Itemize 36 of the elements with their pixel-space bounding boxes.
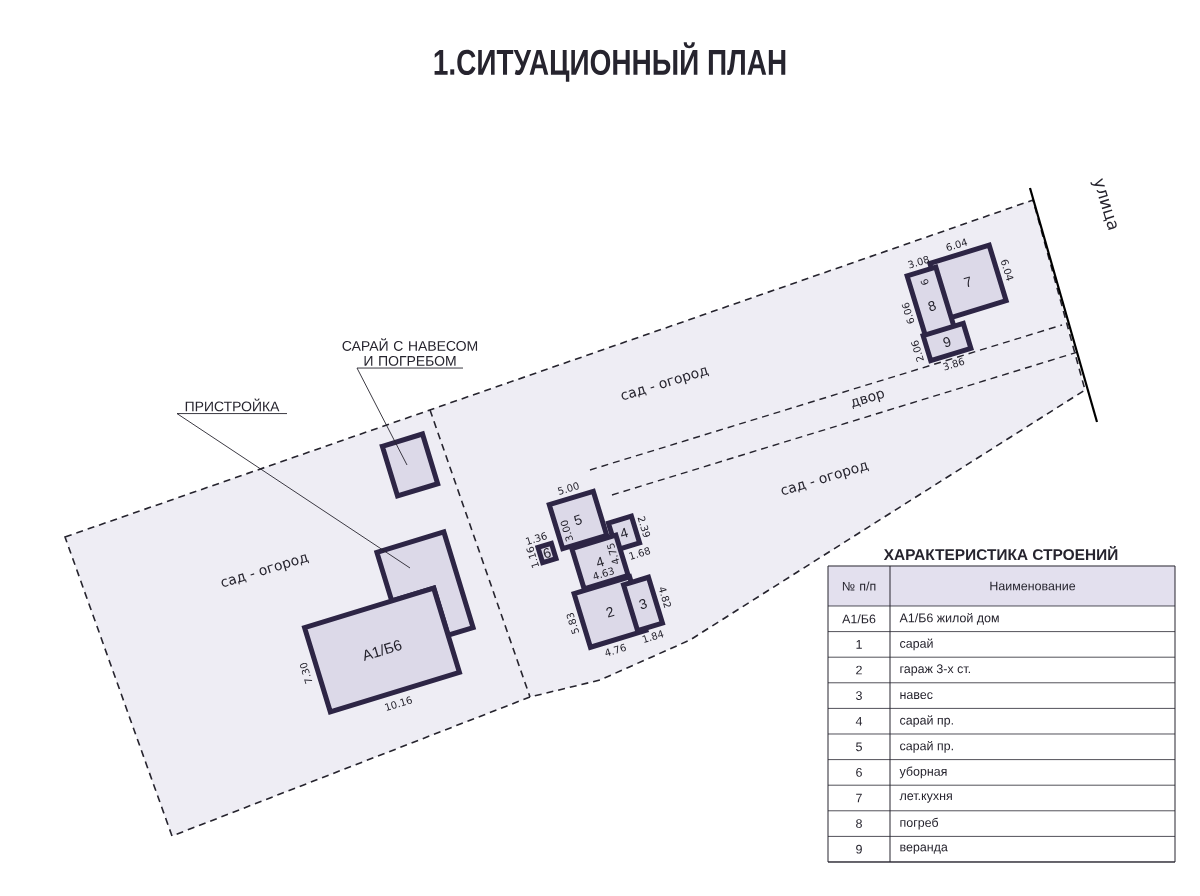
table-cell: 6: [856, 768, 862, 777]
table-title: ХАРАКТЕРИСТИКА СТРОЕНИЙ: [883, 545, 1118, 561]
table-cell: 8: [856, 819, 862, 828]
table-cell: навес: [900, 692, 933, 699]
table-cell: веранда: [900, 844, 948, 854]
zone-label: двор: [852, 390, 884, 410]
dimension-label: 9: [920, 279, 929, 285]
leader-line: [356, 367, 464, 466]
table-header: № п/п: [828, 566, 890, 606]
zone-label: сад - огород: [221, 554, 310, 587]
table-cell: А1/Б6 жилой дом: [899, 612, 999, 625]
zone-label: сад - огород: [781, 462, 870, 495]
table-cell: 4: [855, 716, 863, 726]
callout-label: ПРИСТРОЙКА: [185, 398, 280, 412]
table-cell: 9: [856, 844, 862, 854]
table-cell: 5: [856, 742, 862, 752]
table-cell: 7: [856, 793, 862, 803]
table-cell: А1/Б6: [842, 614, 876, 624]
leader-line: [176, 413, 411, 569]
table-cell: лет.кухня: [899, 793, 952, 803]
street-label: улица: [1090, 177, 1117, 231]
dimension-label: 6.06: [901, 302, 915, 324]
dimension-label: 7.30: [299, 662, 313, 685]
callout-label: САРАЙ С НАВЕСОМ И ПОГРЕБОМ: [342, 338, 478, 366]
dimension-label: 10.16: [384, 696, 412, 711]
table-cell: 2: [856, 665, 862, 675]
table-cell: сарай пр.: [900, 740, 953, 753]
table-cell: сарай: [900, 638, 933, 651]
table-cell: сарай пр.: [900, 715, 953, 728]
zone-label: сад - огород: [621, 367, 710, 400]
title: 1.СИТУАЦИОННЫЙ ПЛАН: [434, 42, 786, 82]
table-cell: 3: [856, 691, 862, 700]
table-cell: гараж 3-х ст.: [900, 664, 970, 676]
table-cell: 1: [856, 640, 862, 649]
table-cell: уборная: [899, 766, 947, 779]
table-cell: погреб: [900, 817, 939, 830]
